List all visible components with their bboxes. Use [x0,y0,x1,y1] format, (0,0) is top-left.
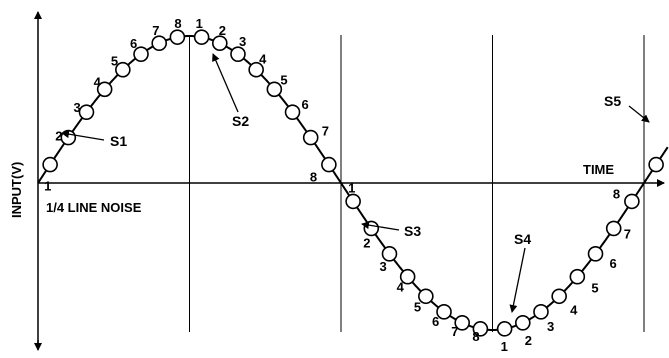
marker-s3-label: S3 [404,223,421,239]
sample-number-label: 1 [196,16,203,31]
sample-circle [418,288,434,305]
sample-circle [151,35,167,51]
sample-circle [42,156,58,173]
sample-circle [96,81,113,98]
sample-number-label: 7 [152,23,159,38]
line-noise-note: 1/4 LINE NOISE [46,200,142,215]
sample-circle [78,104,95,120]
sample-number-label: 3 [73,100,80,115]
sample-number-label: 8 [472,329,479,344]
sample-number-label: 4 [94,74,102,89]
sample-number-label: 7 [624,226,631,241]
marker-s4-label: S4 [514,231,531,247]
sample-circle [399,268,416,285]
sample-number-label: 7 [322,124,329,139]
sample-circle [605,220,622,237]
s4-arrow [509,247,526,313]
sample-circle [133,46,149,62]
sample-number-label: 2 [525,333,532,348]
sample-number-label: 2 [219,23,226,38]
marker-s1-label: S1 [110,133,127,149]
sample-number-label: 2 [363,235,370,250]
sample-number-label: 6 [610,256,617,271]
s2-arrow [212,53,239,113]
sample-number-label: 5 [591,281,598,296]
sample-circle [381,246,398,262]
sample-circle [551,288,567,305]
sample-circle [345,193,361,210]
sample-number-label: 7 [451,324,458,339]
sample-number-label: 8 [174,16,181,31]
sample-number-label: 3 [379,259,386,274]
sample-circle [436,304,452,320]
sample-number-label: 6 [302,97,309,112]
sample-number-label: 5 [414,299,421,314]
sample-number-label: 1 [348,180,355,195]
sample-number-label: 1 [44,179,51,194]
marker-s5-label: S5 [604,93,621,109]
sample-number-label: 6 [432,314,439,329]
sample-number-label: 1 [501,339,508,354]
sample-circle [212,35,228,51]
s3-arrow [361,221,400,231]
sample-circle [624,193,640,210]
s5-arrow [628,105,650,123]
sample-circle [363,220,380,237]
sample-number-label: 5 [111,54,118,69]
sample-circle [472,321,489,337]
sample-circle [266,81,283,98]
sample-circle [230,46,246,62]
s1-arrow [61,130,105,141]
sample-number-label: 8 [613,186,620,201]
sample-number-label: 4 [259,52,267,67]
sample-number-label: 3 [239,34,246,49]
marker-s2-label: S2 [232,113,249,129]
y-axis-label: INPUT(V) [9,162,24,218]
sample-number-label: 6 [130,36,137,51]
sample-circle [321,156,337,173]
sample-circle [569,268,586,285]
sample-circle [533,304,549,320]
sample-circle [587,246,604,262]
sample-circle [496,321,513,337]
sample-circle [115,61,131,78]
sample-circle [169,29,186,45]
sample-circle [302,129,319,146]
sample-number-label: 8 [310,170,317,185]
sample-number-label: 4 [570,302,578,317]
sample-circle [284,104,301,120]
sample-circle [248,61,264,78]
sample-number-label: 2 [55,129,62,144]
marker-arrows [61,53,650,313]
sample-circle [454,315,471,331]
x-axis-label: TIME [583,162,614,177]
sample-circle [648,156,664,173]
sample-number-label: 3 [547,319,554,334]
sample-number-label: 4 [397,280,405,295]
sample-circle [193,29,210,45]
sample-circle [514,315,531,331]
sample-number-label: 5 [280,72,287,87]
